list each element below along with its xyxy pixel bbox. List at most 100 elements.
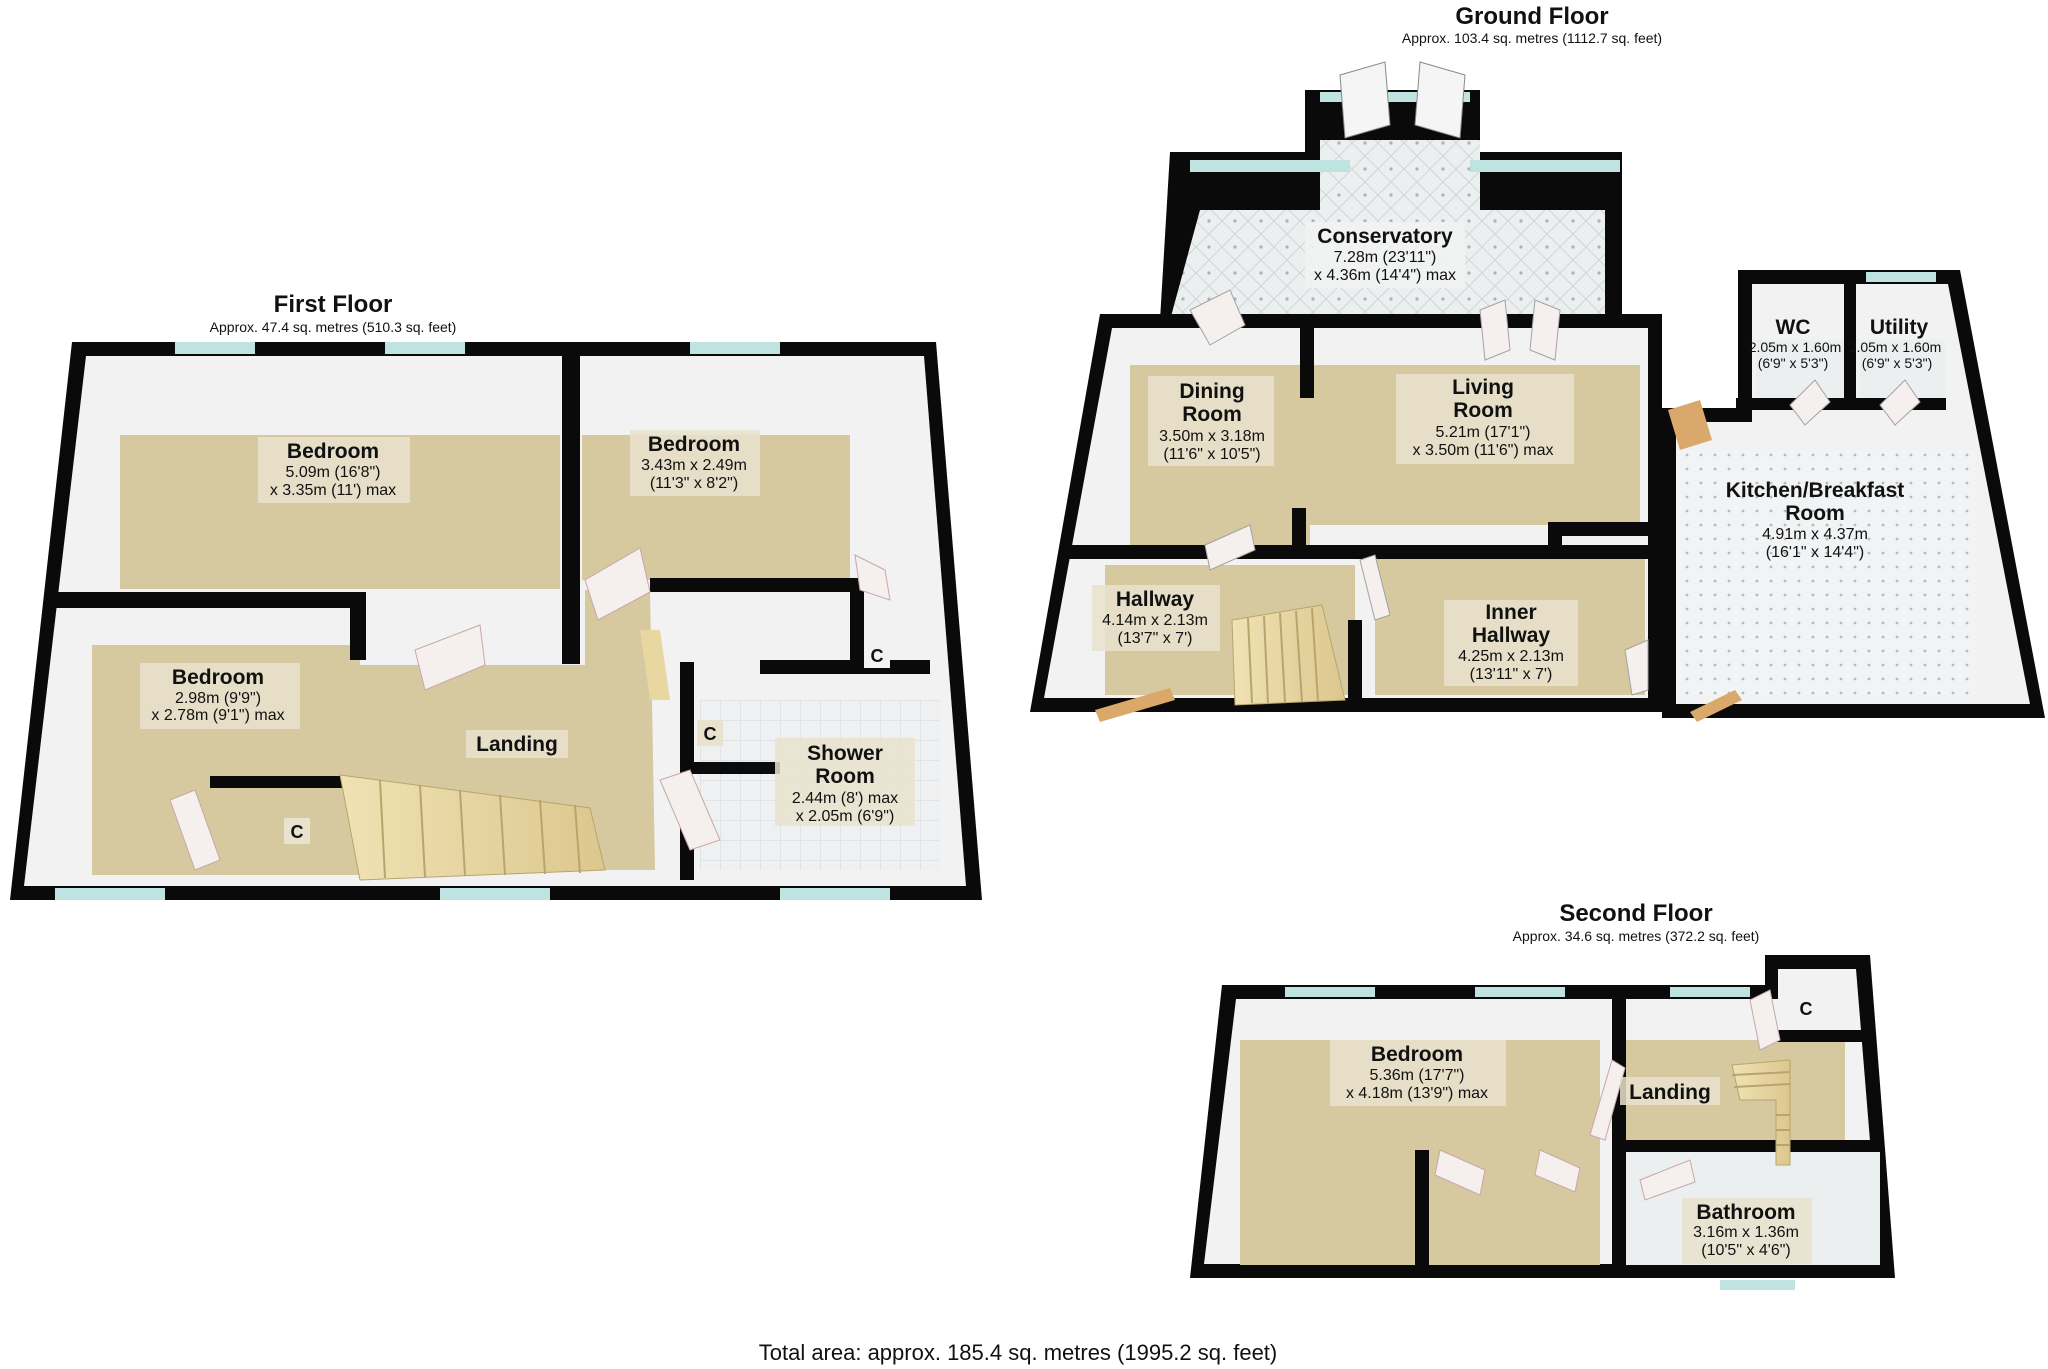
door [1624, 639, 1649, 696]
door [1589, 1059, 1626, 1141]
cupboard-label: C [864, 642, 890, 668]
partition [56, 592, 362, 608]
cupboard-label: C [284, 818, 310, 844]
door [659, 769, 721, 851]
svg-text:x 3.35m (11') max: x 3.35m (11') max [270, 482, 396, 499]
door [584, 547, 651, 621]
conservatory-french-door [1339, 61, 1391, 139]
svg-text:3.16m x 1.36m: 3.16m x 1.36m [1693, 1224, 1799, 1241]
svg-text:Hallway: Hallway [1116, 588, 1195, 611]
svg-text:(11'6" x 10'5"): (11'6" x 10'5") [1163, 446, 1260, 463]
svg-text:Shower: Shower [807, 742, 883, 765]
svg-text:4.91m x 4.37m: 4.91m x 4.37m [1762, 526, 1868, 543]
svg-text:7.28m (23'11"): 7.28m (23'11") [1334, 249, 1437, 266]
partition [1612, 985, 1626, 1278]
door [1534, 1149, 1581, 1193]
partition [850, 578, 864, 670]
svg-text:C: C [704, 724, 717, 744]
partition [650, 578, 856, 592]
cupboard-label: C [1793, 995, 1819, 1021]
room-label-hallway: Hallway 4.14m x 2.13m (13'7" x 7') [1092, 585, 1220, 651]
svg-text:5.09m (16'8"): 5.09m (16'8") [286, 464, 381, 481]
svg-text:Hallway: Hallway [1472, 624, 1551, 647]
partition [1844, 284, 1856, 404]
svg-text:5.21m (17'1"): 5.21m (17'1") [1436, 424, 1531, 441]
svg-text:Bathroom: Bathroom [1696, 1201, 1795, 1224]
svg-text:(16'1" x 14'4"): (16'1" x 14'4") [1766, 544, 1864, 561]
svg-text:C: C [871, 646, 884, 666]
conservatory-bay-floor [1320, 140, 1480, 210]
svg-text:Room: Room [815, 765, 875, 788]
partition [1620, 1140, 1880, 1152]
svg-text:(13'11" x 7'): (13'11" x 7') [1470, 666, 1553, 683]
partition [350, 592, 366, 660]
svg-text:x 2.78m (9'1") max: x 2.78m (9'1") max [151, 707, 284, 724]
window [385, 342, 465, 354]
svg-text:Living: Living [1452, 376, 1514, 399]
conservatory-french-door [1414, 61, 1466, 139]
partition [1548, 522, 1562, 558]
svg-text:C: C [291, 822, 304, 842]
svg-text:Landing: Landing [1629, 1081, 1711, 1104]
room-label-second-bedroom: Bedroom 5.36m (17'7") x 4.18m (13'9") ma… [1330, 1040, 1506, 1106]
svg-text:Room: Room [1453, 399, 1513, 422]
room-label-first-bedroom-2: Bedroom 3.43m x 2.49m (11'3" x 8'2") [630, 430, 760, 496]
partition [1766, 1030, 1866, 1042]
door [1529, 299, 1561, 361]
partition [680, 762, 780, 774]
door [1749, 989, 1781, 1051]
svg-text:4.25m x 2.13m: 4.25m x 2.13m [1458, 648, 1564, 665]
door [854, 554, 891, 601]
svg-text:Bedroom: Bedroom [1371, 1043, 1463, 1066]
door [1189, 289, 1246, 346]
window [1190, 160, 1350, 172]
partition [1348, 620, 1362, 698]
partition [1068, 545, 1658, 559]
room-label-inner-hallway: Inner Hallway 4.25m x 2.13m (13'11" x 7'… [1444, 600, 1578, 686]
partition [210, 776, 348, 788]
svg-text:Room: Room [1182, 403, 1242, 426]
svg-text:3.50m x 3.18m: 3.50m x 3.18m [1159, 428, 1265, 445]
svg-text:2.05m x 1.60m: 2.05m x 1.60m [1749, 339, 1842, 355]
room-label-conservatory: Conservatory 7.28m (23'11") x 4.36m (14'… [1305, 222, 1465, 288]
wc-floor [1756, 340, 1846, 400]
svg-text:x 4.18m (13'9") max: x 4.18m (13'9") max [1346, 1085, 1488, 1102]
svg-text:2.05m x 1.60m: 2.05m x 1.60m [1849, 339, 1942, 355]
svg-text:WC: WC [1776, 316, 1811, 339]
ground-floor-title: Ground Floor [1455, 3, 1608, 30]
partition [562, 356, 580, 664]
svg-text:(6'9" x 5'3"): (6'9" x 5'3") [1758, 355, 1829, 371]
svg-text:Room: Room [1785, 502, 1845, 525]
door [1668, 400, 1712, 450]
first-floor-title: First Floor [274, 291, 393, 318]
ground-floor-staircase [1231, 604, 1346, 706]
front-door [1095, 688, 1175, 722]
room-label-kitchen: Kitchen/Breakfast Room 4.91m x 4.37m (16… [1726, 479, 1905, 561]
svg-text:Inner: Inner [1485, 601, 1536, 624]
partition [760, 660, 930, 674]
svg-text:(6'9" x 5'3"): (6'9" x 5'3") [1862, 355, 1933, 371]
room-label-first-bedroom-3: Bedroom 2.98m (9'9") x 2.78m (9'1") max [140, 663, 300, 729]
svg-text:(10'5" x 4'6"): (10'5" x 4'6") [1701, 1242, 1791, 1259]
svg-text:Bedroom: Bedroom [172, 666, 264, 689]
door [169, 789, 221, 871]
svg-text:2.98m (9'9"): 2.98m (9'9") [175, 690, 261, 707]
svg-text:x 3.50m (11'6") max: x 3.50m (11'6") max [1413, 442, 1554, 459]
svg-text:Kitchen/Breakfast: Kitchen/Breakfast [1726, 479, 1905, 502]
kitchen-floor [1676, 450, 1976, 702]
partition [680, 662, 694, 772]
svg-text:Utility: Utility [1870, 316, 1929, 339]
svg-text:Bedroom: Bedroom [648, 433, 740, 456]
window [1475, 987, 1565, 997]
svg-text:3.43m x 2.49m: 3.43m x 2.49m [641, 457, 747, 474]
first-floor-area: Approx. 47.4 sq. metres (510.3 sq. feet) [210, 319, 457, 335]
window [440, 888, 550, 900]
window [1670, 987, 1750, 997]
svg-text:x 4.36m (14'4") max: x 4.36m (14'4") max [1314, 267, 1456, 284]
cupboard-label: C [697, 720, 723, 746]
door [1434, 1149, 1486, 1196]
partition [1292, 508, 1306, 553]
svg-text:(13'7" x 7'): (13'7" x 7') [1118, 630, 1193, 647]
door [1204, 524, 1256, 571]
partition [1415, 1150, 1429, 1270]
